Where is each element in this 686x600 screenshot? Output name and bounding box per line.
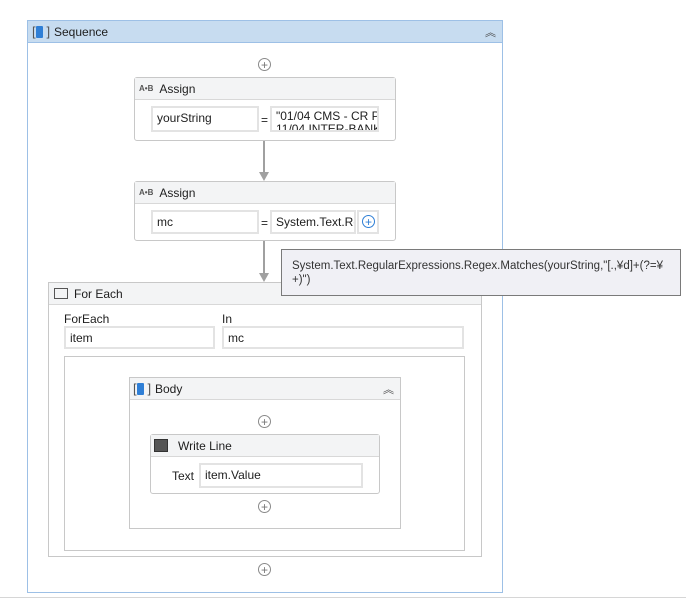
assign-activity-2[interactable]: A•B Assign mc = System.Text.Re + [134, 181, 396, 241]
writeline-title: Write Line [178, 438, 232, 453]
body-title: Body [155, 381, 183, 396]
writeline-activity[interactable]: Write Line Text item.Value [150, 434, 380, 494]
assign-value-line1: "01/04 CMS - CR P' [276, 109, 379, 123]
sequence-icon: [ ] [133, 381, 152, 396]
add-activity-plus-icon[interactable]: + [258, 415, 271, 428]
assign-icon: A•B [139, 188, 154, 197]
assign-value-field[interactable]: "01/04 CMS - CR P'11/04 INTER-BANK [270, 106, 379, 132]
plus-icon: + [362, 215, 375, 228]
expression-tooltip: System.Text.RegularExpressions.Regex.Mat… [281, 249, 681, 296]
sequence-icon: [ ] [32, 24, 51, 39]
sequence-title: Sequence [54, 24, 109, 39]
assign-to-field[interactable]: mc [151, 210, 259, 234]
add-activity-plus-icon[interactable]: + [258, 563, 271, 576]
writeline-icon [154, 439, 168, 452]
sequence-header[interactable]: [ ] Sequence ︽ [28, 21, 502, 43]
writeline-text-field[interactable]: item.Value [199, 463, 363, 488]
in-label: In [222, 312, 233, 326]
equals-sign: = [261, 216, 269, 230]
double-chevron-up-icon[interactable]: ︽ [485, 27, 496, 39]
assign-activity-1[interactable]: A•B Assign yourString = "01/04 CMS - CR P… [134, 77, 396, 141]
foreach-label: ForEach [64, 312, 110, 326]
text-label: Text [172, 469, 195, 483]
add-activity-plus-icon[interactable]: + [258, 58, 271, 71]
assign-value-field[interactable]: System.Text.Re [270, 210, 356, 234]
bottom-divider [0, 597, 686, 598]
flow-arrow [259, 273, 269, 282]
foreach-in-field[interactable]: mc [222, 326, 464, 349]
foreach-body-area [64, 356, 465, 551]
assign-icon: A•B [139, 84, 154, 93]
assign-value-line2: 11/04 INTER-BANK [276, 122, 379, 132]
foreach-item-field[interactable]: item [64, 326, 215, 349]
flow-arrow [259, 172, 269, 181]
assign-title: Assign [159, 81, 196, 96]
assign-title: Assign [159, 185, 196, 200]
assign-to-field[interactable]: yourString [151, 106, 259, 132]
foreach-title: For Each [74, 286, 123, 301]
foreach-icon [54, 288, 68, 299]
add-activity-plus-icon[interactable]: + [258, 500, 271, 513]
double-chevron-up-icon[interactable]: ︽ [383, 384, 394, 396]
expand-expression-button[interactable]: + [357, 210, 379, 234]
equals-sign: = [261, 113, 269, 127]
